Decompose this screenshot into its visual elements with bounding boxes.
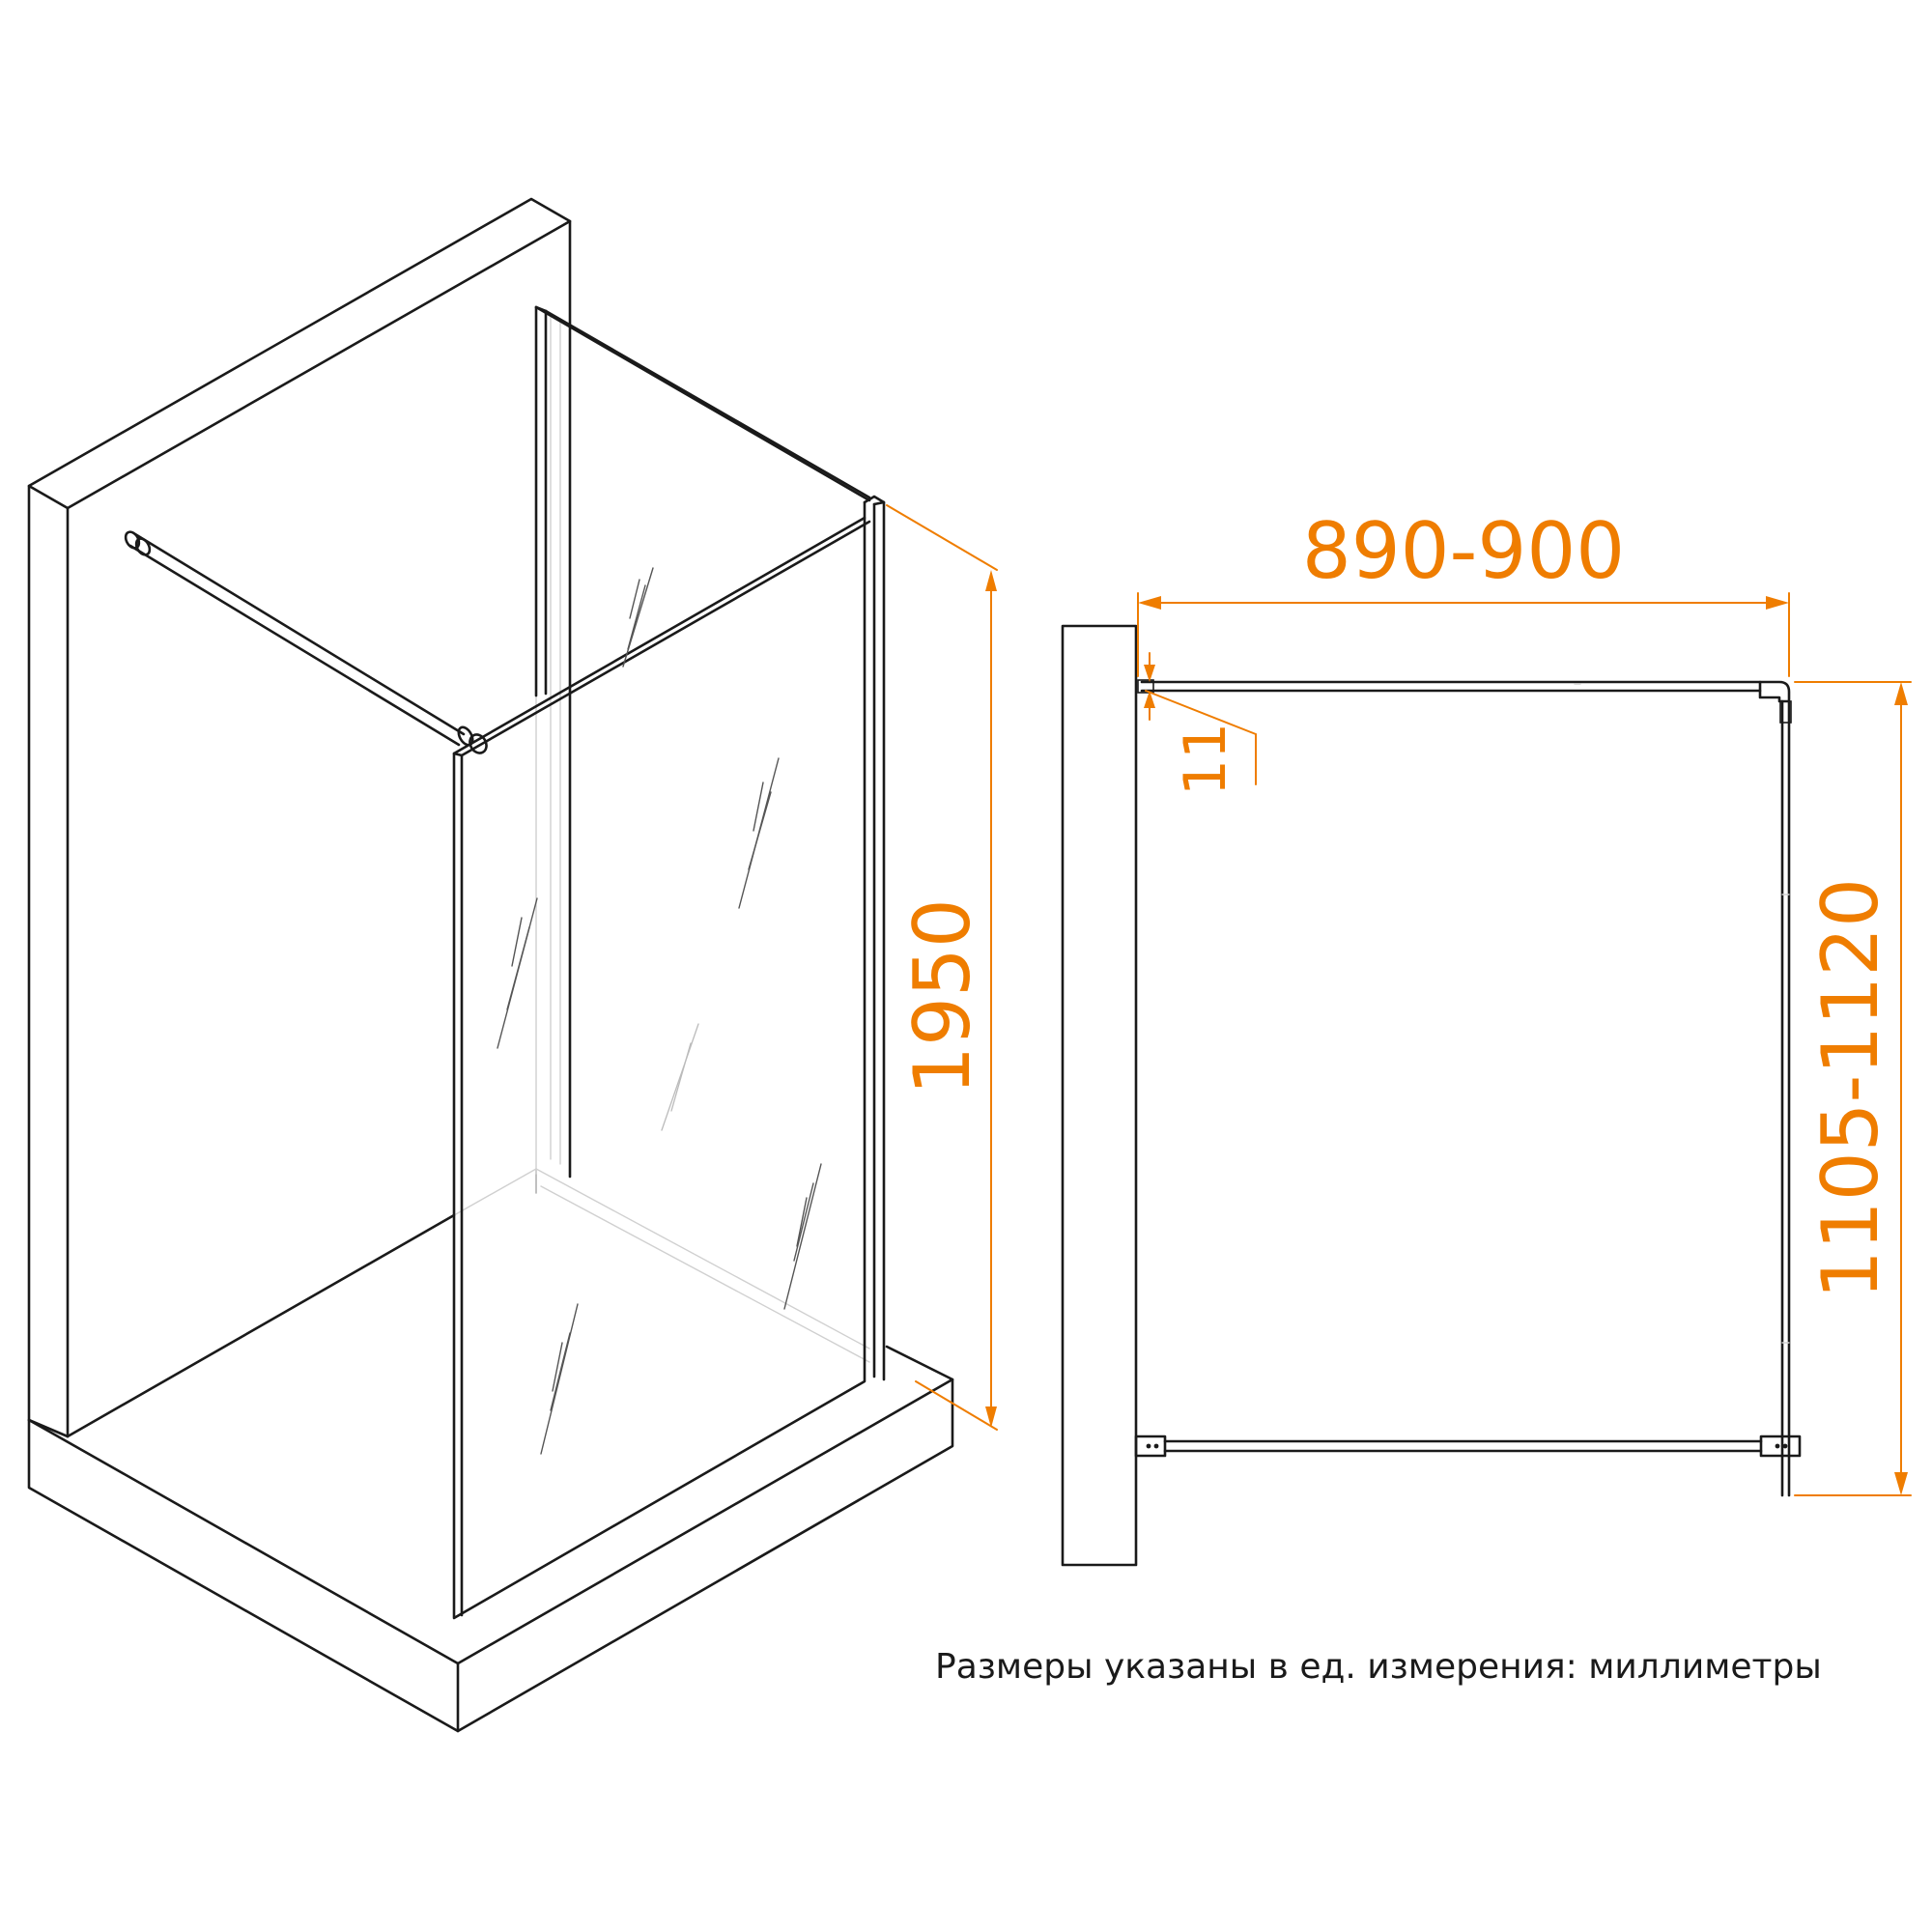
wall-profile xyxy=(535,306,561,1175)
isometric-view: 1950 xyxy=(27,197,998,1733)
depth-dimension xyxy=(1794,681,1912,1496)
height-dimension xyxy=(886,504,998,1431)
offset-label: 11 xyxy=(1172,723,1239,796)
width-label: 890-900 xyxy=(1302,506,1625,596)
height-label: 1950 xyxy=(897,898,987,1095)
width-dimension xyxy=(1137,592,1790,677)
offset-dimension xyxy=(1144,652,1257,785)
right-profile xyxy=(863,495,886,1381)
back-wall xyxy=(27,197,572,1438)
glass-glare xyxy=(497,567,822,1455)
plan-view: 890-900 1105-1120 11 xyxy=(1061,506,1912,1567)
plan-side-glass xyxy=(1779,699,1792,1497)
plan-stabilizer-bar xyxy=(1134,1435,1802,1458)
depth-label: 1105-1120 xyxy=(1805,878,1895,1299)
shower-tray xyxy=(27,1168,954,1733)
side-glass-panel xyxy=(534,305,871,697)
front-glass-panel xyxy=(452,516,871,1620)
plan-wall xyxy=(1061,624,1138,1567)
units-caption: Размеры указаны в ед. измерения: миллиме… xyxy=(935,1647,1822,1687)
stabilizer-bar xyxy=(124,530,488,754)
plan-top-rail xyxy=(1137,679,1791,703)
